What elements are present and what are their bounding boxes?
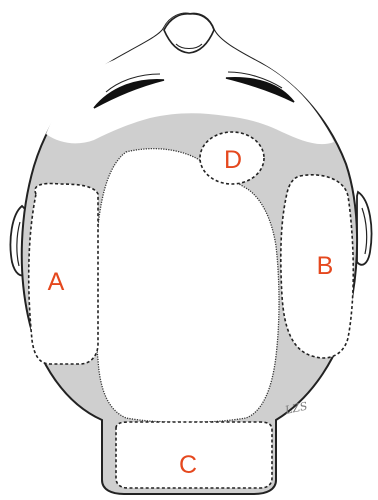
zone-d-label: D bbox=[224, 146, 242, 174]
zone-c-label: C bbox=[179, 451, 197, 479]
zone-a-label: A bbox=[48, 268, 65, 296]
right-ear bbox=[357, 192, 372, 265]
zone-b-label: B bbox=[317, 252, 334, 280]
